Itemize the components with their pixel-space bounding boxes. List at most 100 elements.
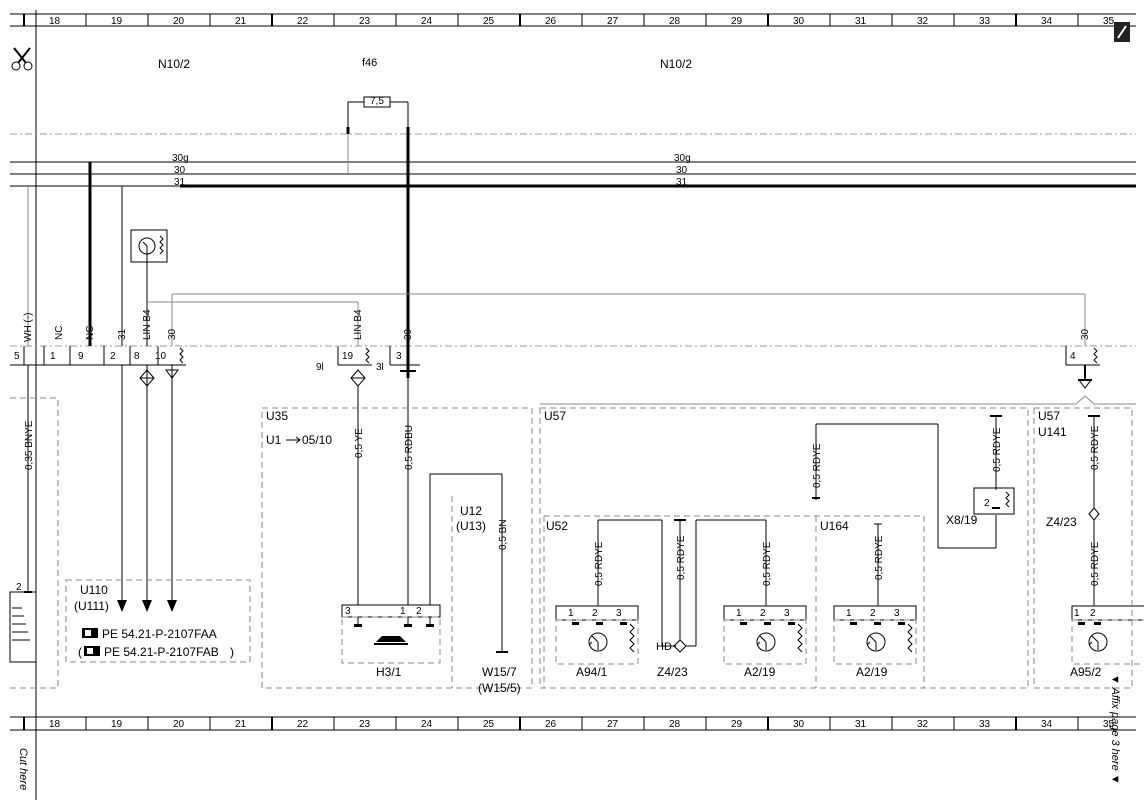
ruler-label-26-top: 26 <box>545 16 557 27</box>
ruler-label-18-top: 18 <box>49 16 61 27</box>
ruler-label-28-top: 28 <box>669 16 681 27</box>
wire-rdye-top-label: 0,5 RDYE <box>812 443 823 488</box>
svg-text:2: 2 <box>984 498 990 509</box>
ruler-label-23-bottom: 23 <box>359 719 371 730</box>
ruler-label-30-bottom: 30 <box>793 719 805 730</box>
a95-2-pin-contact <box>1078 622 1085 625</box>
a2-19a-pin-contact <box>788 622 795 625</box>
u111-label: (U111) <box>74 599 109 613</box>
a95-2-pin-2: 2 <box>1090 608 1096 619</box>
svg-text:4: 4 <box>1070 351 1076 362</box>
pin-nc1-label: NC <box>54 326 65 340</box>
u52-label: U52 <box>546 519 568 533</box>
svg-text:30g: 30g <box>172 153 189 164</box>
a94-1-pin-contact <box>596 622 603 625</box>
svg-text:9l: 9l <box>316 362 324 373</box>
svg-text:(: ( <box>78 645 82 659</box>
wire-bnye-label: 0,35 BNYE <box>24 420 35 470</box>
z4-23-center-label: Z4/23 <box>657 665 688 679</box>
ruler-label-26-bottom: 26 <box>545 719 557 730</box>
a2-19a-pin-3: 3 <box>784 608 790 619</box>
connector-19: 19 9l <box>316 346 372 373</box>
ref2-text: PE 54.21-P-2107FAB <box>104 645 219 659</box>
x8-19-label: X8/19 <box>946 513 978 527</box>
svg-text:30g: 30g <box>674 153 691 164</box>
ruler-label-22-bottom: 22 <box>297 719 309 730</box>
pin-wh-label: WH (-) <box>23 313 34 342</box>
svg-text:10: 10 <box>155 351 167 362</box>
pin-31-label: 31 <box>117 328 128 340</box>
wire-rdye-z4-label: 0,5 RDYE <box>676 535 687 580</box>
cut-here-text: Cut here <box>17 748 29 790</box>
sensor-box <box>130 229 168 263</box>
ruler-top <box>10 13 1136 27</box>
u110-label: U110 <box>80 583 108 597</box>
svg-text:30: 30 <box>676 165 688 176</box>
svg-text:31: 31 <box>174 177 186 188</box>
ruler-label-20-top: 20 <box>173 16 185 27</box>
u1-page: 05/10 <box>302 433 332 447</box>
u57-label: U57 <box>544 409 566 423</box>
connector-row-left: 5 1 9 2 8 10 <box>10 346 186 366</box>
affix-text: ▼ Affix page 3 here ▼ <box>1109 674 1121 785</box>
ruler-label-21-bottom: 21 <box>235 719 247 730</box>
ruler-label-31-top: 31 <box>855 16 867 27</box>
n10-right-label: N10/2 <box>660 57 692 71</box>
w15-7-label: W15/7 <box>482 665 517 679</box>
ruler-label-28-bottom: 28 <box>669 719 681 730</box>
ruler-label-25-top: 25 <box>483 16 495 27</box>
a95-2-pin-contact <box>1094 622 1101 625</box>
ruler-label-34-bottom: 34 <box>1041 719 1053 730</box>
connector-4: 4 <box>1065 346 1100 366</box>
svg-text:8: 8 <box>134 351 140 362</box>
svg-text:31: 31 <box>676 177 688 188</box>
hd-label: HD <box>656 641 672 653</box>
ruler-label-25-bottom: 25 <box>483 719 495 730</box>
pointing-hand-icon-2 <box>84 646 100 656</box>
ruler-label-24-bottom: 24 <box>421 719 433 730</box>
ruler-label-31-bottom: 31 <box>855 719 867 730</box>
pin-linb4-mid-label: LIN B4 <box>353 309 364 340</box>
h3-1-label: H3/1 <box>376 665 402 679</box>
svg-text:2: 2 <box>16 582 22 593</box>
wire-rdye-u141-label: 0,5 RDYE <box>1090 425 1101 470</box>
ruler-label-19-top: 19 <box>111 16 123 27</box>
connector-3: 3 3l <box>376 346 420 373</box>
ruler-label-33-bottom: 33 <box>979 719 991 730</box>
a2-19a-pin-contact <box>764 622 771 625</box>
ruler-label-27-top: 27 <box>607 16 619 27</box>
wire-rdye-a2b-label: 0,5 RDYE <box>874 535 885 580</box>
a2-19a-pin-contact <box>740 622 747 625</box>
a2-19a-pin-1: 1 <box>736 608 742 619</box>
svg-text:2: 2 <box>416 606 422 617</box>
svg-text:5: 5 <box>14 351 20 362</box>
ruler-label-19-bottom: 19 <box>111 719 123 730</box>
a2-19a-pin-2: 2 <box>760 608 766 619</box>
a2-19b-pin-contact <box>874 622 881 625</box>
u35-label: U35 <box>266 409 288 423</box>
ruler-label-35-bottom: 35 <box>1103 719 1115 730</box>
wire-rdye-x8-label: 0,5 RDYE <box>992 427 1003 472</box>
u110-box <box>65 579 251 663</box>
ruler-label-30-top: 30 <box>793 16 805 27</box>
a94-1-pin-contact <box>572 622 579 625</box>
n10-left-label: N10/2 <box>158 57 190 71</box>
svg-text:3l: 3l <box>376 362 384 373</box>
ruler-label-29-bottom: 29 <box>731 719 743 730</box>
wire-rdye-a94-label: 0,5 RDYE <box>594 541 605 586</box>
u12-label: U12 <box>460 504 482 518</box>
a2-19b-pin-3: 3 <box>894 608 900 619</box>
u57-box <box>539 407 1029 689</box>
pointing-hand-icon <box>82 628 98 638</box>
svg-text:1: 1 <box>50 351 56 362</box>
left-edge-component: 2 <box>9 397 59 689</box>
ruler-label-22-top: 22 <box>297 16 309 27</box>
ruler-label-34-top: 34 <box>1041 16 1053 27</box>
a2-19b-pin-contact <box>898 622 905 625</box>
fuse-f46: 7,5 <box>346 96 410 134</box>
a95-2-pin-1: 1 <box>1074 608 1080 619</box>
